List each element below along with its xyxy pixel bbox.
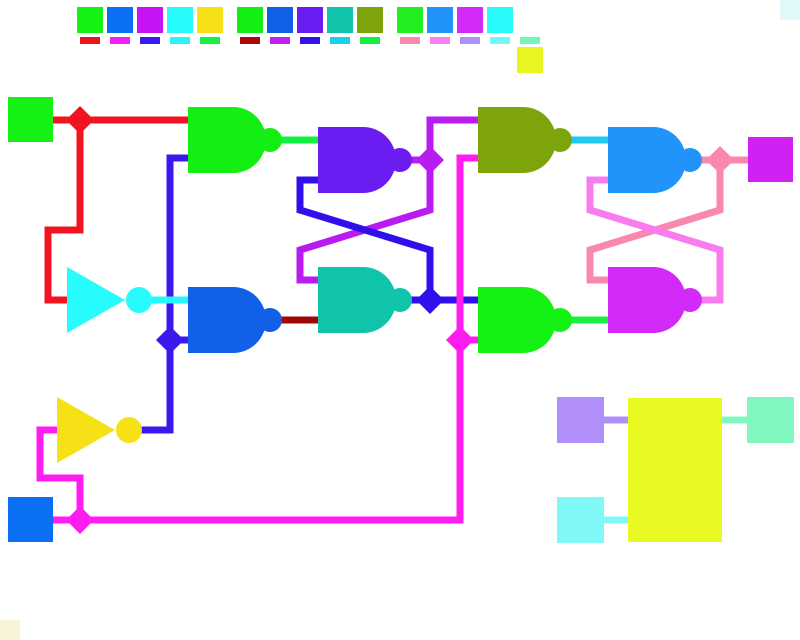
wire-input-a-to-not (44, 120, 84, 304)
and-1-gate (188, 107, 266, 173)
legend-gate-swatch (77, 7, 103, 33)
legend-gate-swatch (137, 7, 163, 33)
wire-input-b-to-not (36, 426, 84, 520)
nand-3-gate (608, 127, 686, 193)
out-q-terminal (748, 137, 793, 182)
legend-wire-swatch (360, 37, 380, 44)
wire-latch2-q-feedback (586, 160, 724, 284)
junction-input-b (66, 506, 94, 534)
not-2-bubble (116, 417, 142, 443)
legend-gate-swatch (107, 7, 133, 33)
legend-wire-swatch (80, 37, 100, 44)
junction-input-b-right (446, 326, 474, 354)
composite-block (628, 398, 722, 542)
and-4-gate (478, 287, 556, 353)
wire-not-b-to-and-1 (140, 154, 190, 434)
block-output-1-terminal (747, 397, 794, 443)
legend-wire-swatch (430, 37, 450, 44)
legend-wire-swatch (200, 37, 220, 44)
legend-gate-swatch (297, 7, 323, 33)
wire-latch2-qn-feedback (586, 176, 724, 304)
wire-latch1-q-feedback (296, 160, 434, 284)
legend-wire-swatch (300, 37, 320, 44)
legend-wire-swatch (490, 37, 510, 44)
legend-gate-swatch (197, 7, 223, 33)
legend-wire-swatch (270, 37, 290, 44)
legend-wire-swatch (460, 37, 480, 44)
legend-gate-swatch (167, 7, 193, 33)
legend-gate-swatch (327, 7, 353, 33)
legend-wire-swatch (170, 37, 190, 44)
junction-latch1-q (416, 146, 444, 174)
block-input-2-terminal (557, 497, 604, 543)
and-3-output-dot (548, 128, 572, 152)
corner-swatch-bottom-left (0, 620, 20, 640)
and-2-output-dot (258, 308, 282, 332)
junction-latch1-qn (416, 286, 444, 314)
and-3-gate (478, 107, 556, 173)
wire-latch1-qn-feedback (296, 176, 434, 300)
color-legend (0, 0, 800, 80)
legend-gate-swatch (397, 7, 423, 33)
wire-latch1-q (410, 116, 480, 164)
nand-2-gate (318, 267, 396, 333)
not-2-gate (57, 397, 115, 463)
nand-4-gate (608, 267, 686, 333)
legend-wire-swatch (240, 37, 260, 44)
and-1-output-dot (258, 128, 282, 152)
legend-wire-swatch (520, 37, 540, 44)
nand-1-gate (318, 127, 396, 193)
legend-wire-swatch (140, 37, 160, 44)
legend-wire-swatch (110, 37, 130, 44)
legend-gate-swatch (237, 7, 263, 33)
legend-gate-swatch (357, 7, 383, 33)
junction-not-b (156, 326, 184, 354)
legend-gate-swatch (427, 7, 453, 33)
not-1-bubble (126, 287, 152, 313)
nand-3-bubble (678, 148, 702, 172)
in-a-terminal (8, 97, 53, 142)
legend-gate-swatch (267, 7, 293, 33)
junction-latch2-q (706, 146, 734, 174)
legend-gate-swatch (457, 7, 483, 33)
legend-gate-swatch (487, 7, 513, 33)
and-2-gate (188, 287, 266, 353)
nand-4-bubble (678, 288, 702, 312)
legend-wire-swatch (400, 37, 420, 44)
nand-2-bubble (388, 288, 412, 312)
corner-swatch-top-right (780, 0, 800, 20)
and-4-output-dot (548, 308, 572, 332)
legend-extra-swatch (517, 47, 543, 73)
junction-input-a (66, 106, 94, 134)
in-b-terminal (8, 497, 53, 542)
not-1-gate (67, 267, 125, 333)
wire-input-b-to-and-3 (456, 154, 480, 340)
block-input-1-terminal (557, 397, 604, 443)
nand-1-bubble (388, 148, 412, 172)
legend-wire-swatch (330, 37, 350, 44)
